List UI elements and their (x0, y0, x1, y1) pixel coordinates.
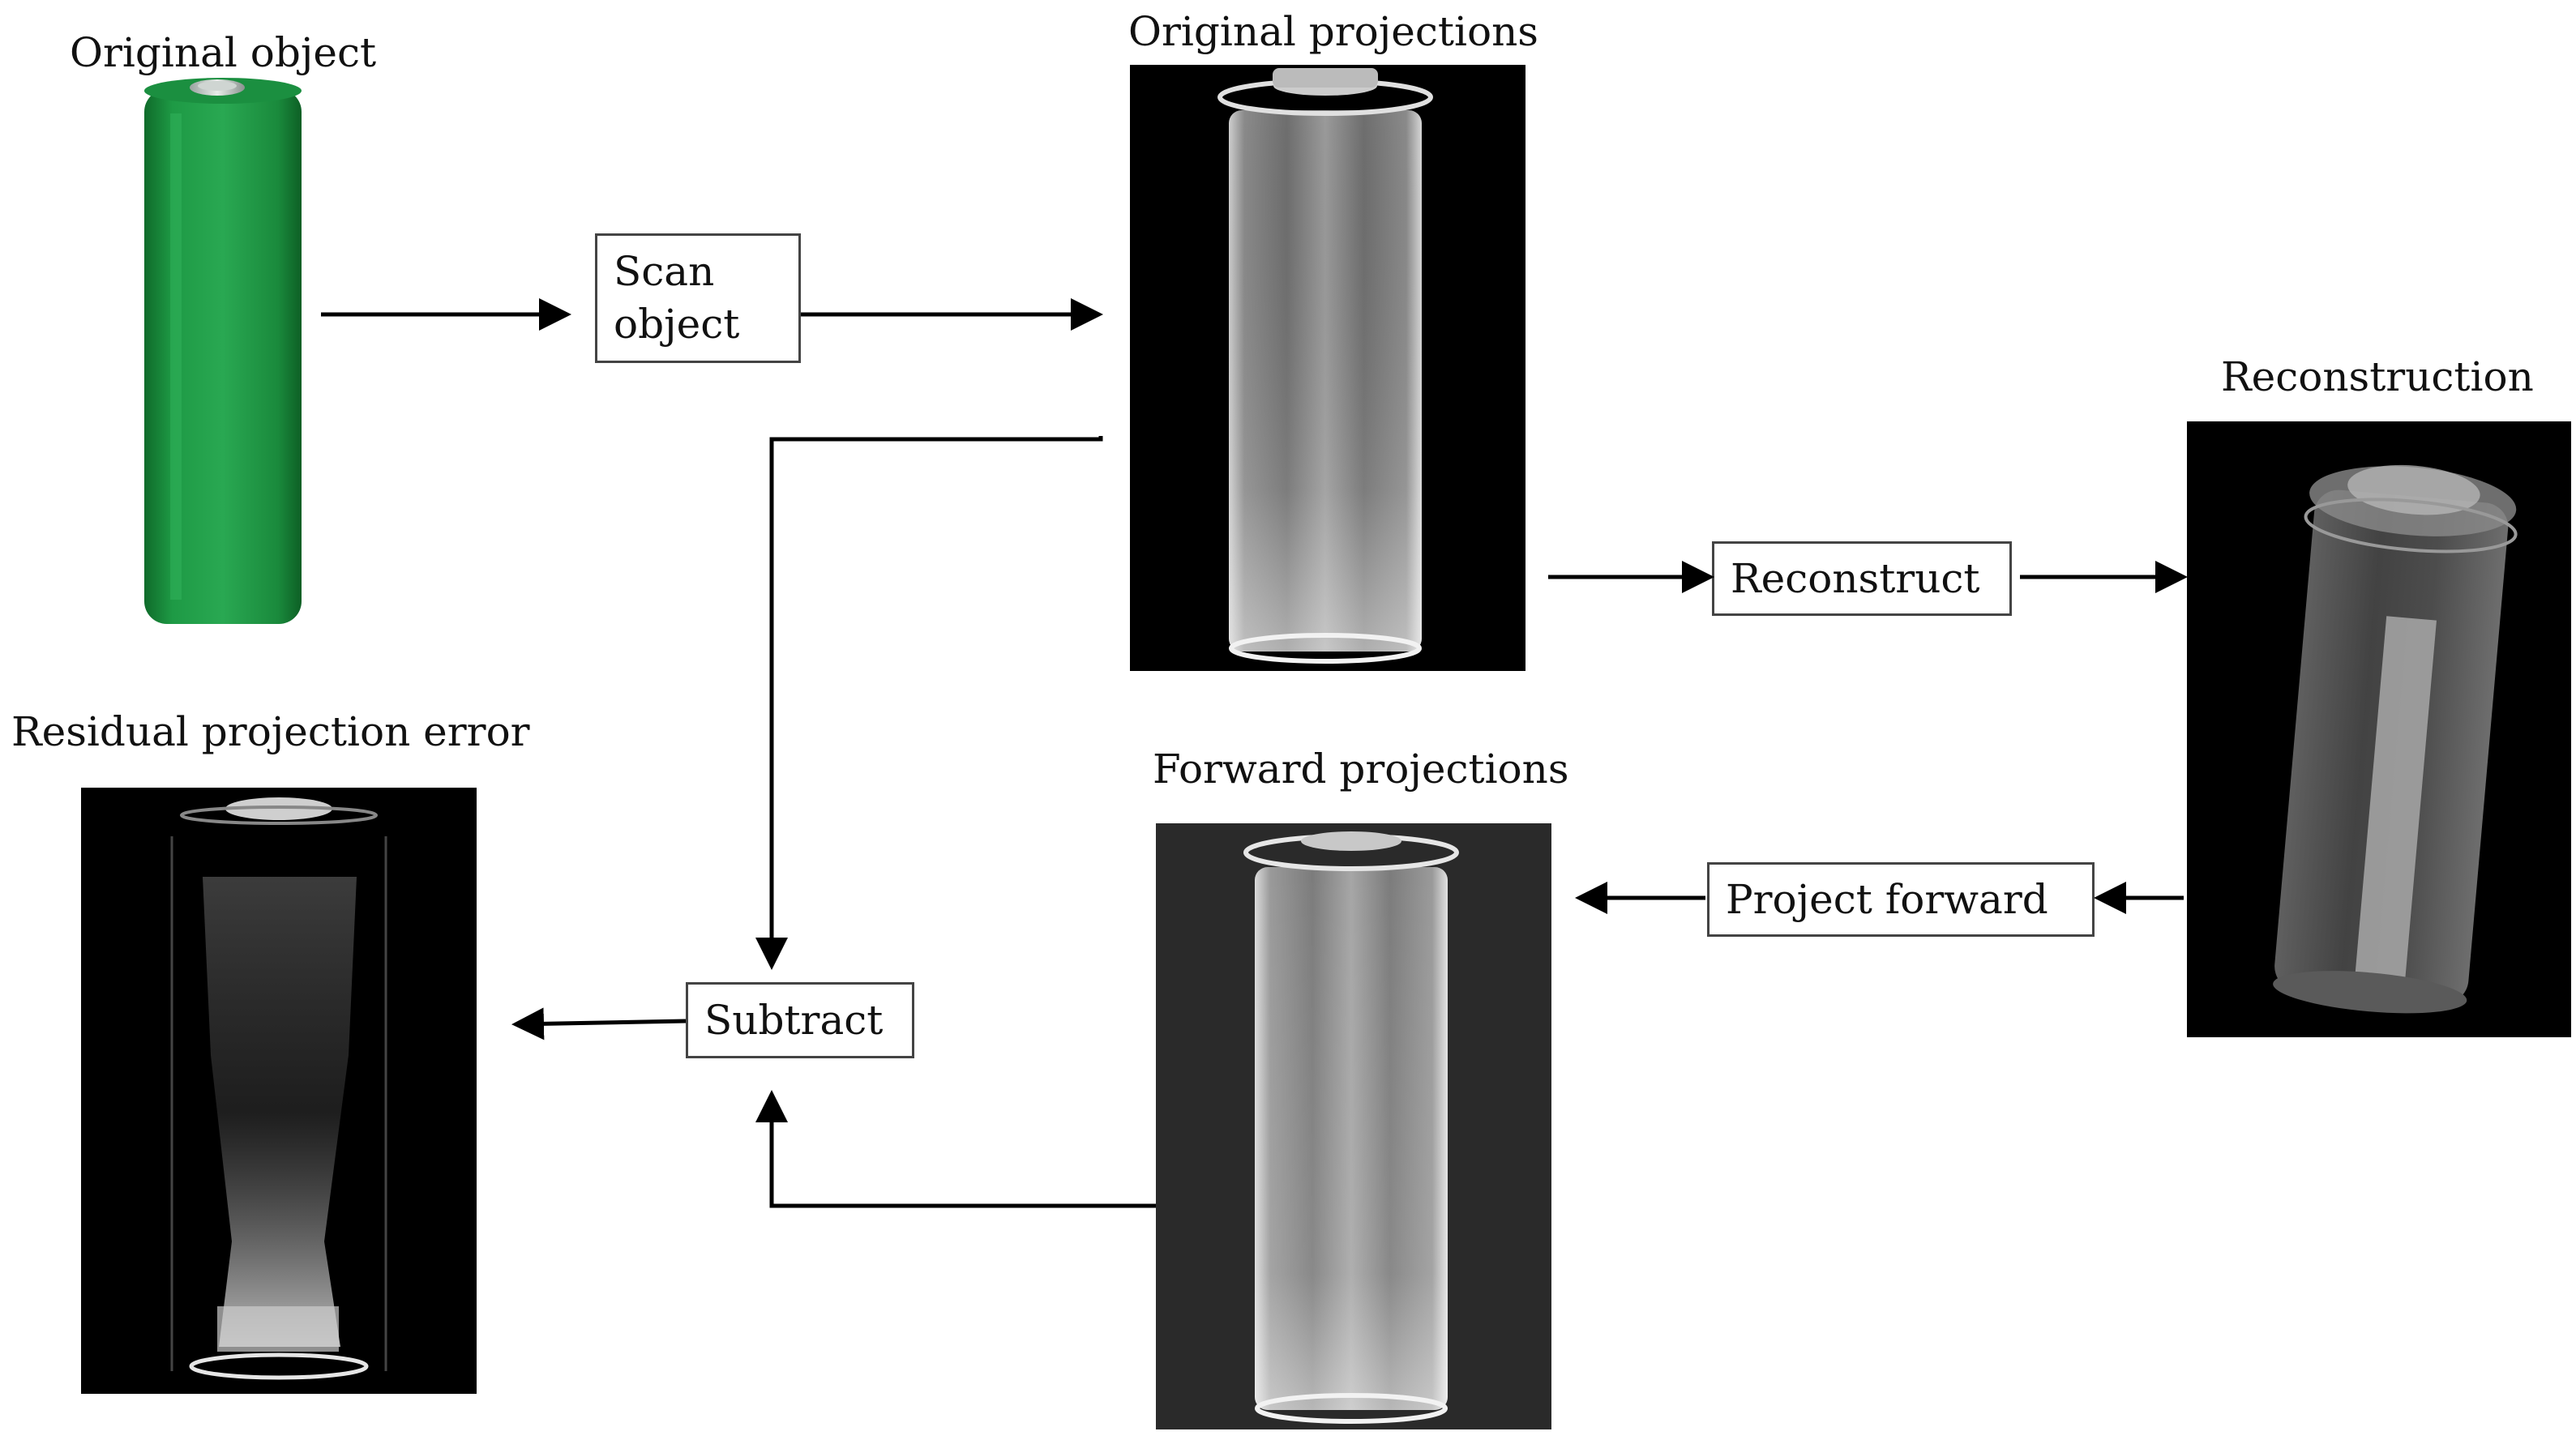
title-original-object: Original object (70, 29, 377, 76)
title-reconstruction: Reconstruction (2221, 353, 2534, 400)
arrow-subtract-to-residual (511, 1007, 687, 1040)
connector-projections-to-subtract (755, 436, 1103, 970)
title-forward-projections: Forward projections (1153, 746, 1569, 793)
forward-projections-image (1156, 823, 1551, 1429)
reconstruction-image (2187, 421, 2571, 1037)
connector-forward-to-subtract (755, 1090, 1156, 1208)
scan-object-box: Scan object (595, 233, 801, 363)
scan-object-label-line2: object (614, 301, 740, 348)
residual-error-image (81, 788, 477, 1394)
reconstruct-box: Reconstruct (1712, 541, 2012, 616)
title-residual-error: Residual projection error (11, 708, 530, 755)
subtract-box: Subtract (686, 982, 914, 1058)
title-original-projections: Original projections (1128, 8, 1538, 55)
original-projections-image (1130, 65, 1525, 671)
scan-object-label-line1: Scan (614, 248, 715, 295)
project-forward-box: Project forward (1707, 862, 2095, 937)
